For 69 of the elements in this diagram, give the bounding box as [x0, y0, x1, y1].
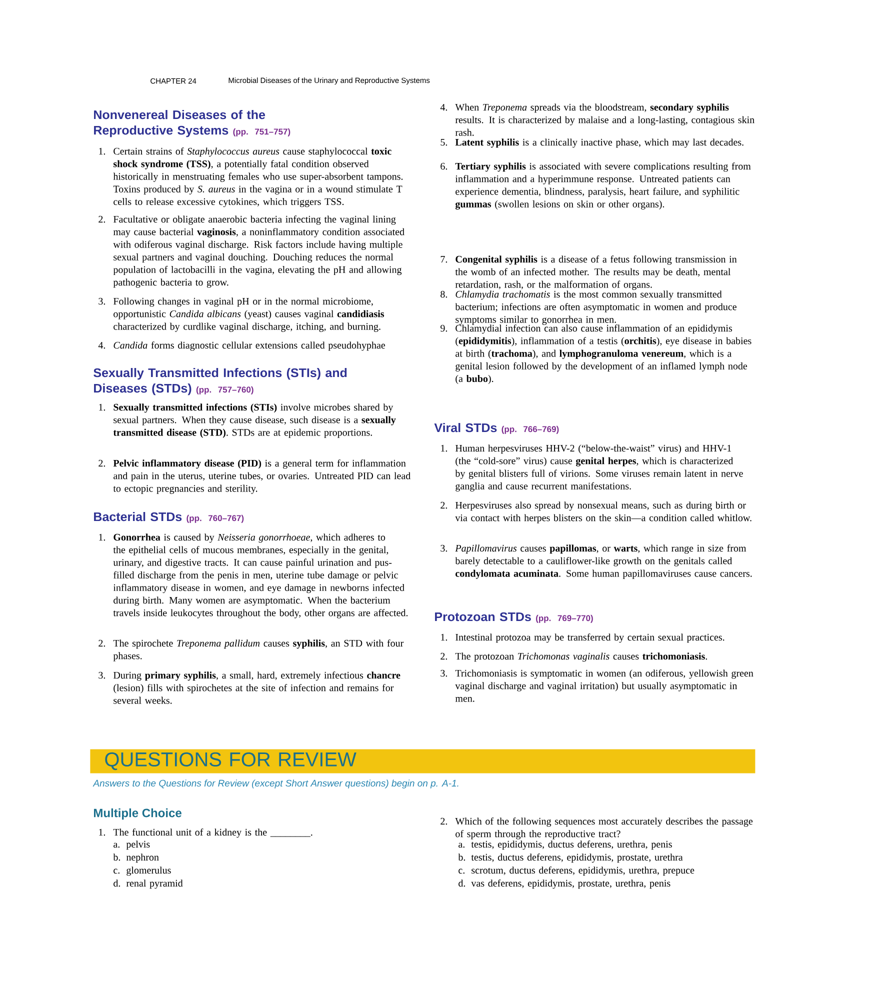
list-number: 1. [99, 534, 106, 541]
list-number: 3. [98, 672, 106, 679]
list-number: 3. [440, 544, 448, 552]
paragraph: renal pyramid [126, 880, 183, 889]
list-number: d. [458, 880, 466, 887]
paragraph: testis, ductus deferens, epididymis, prostate, urethra [471, 853, 683, 863]
list-number: 2. [440, 502, 448, 509]
section-heading: Protozoan STDs (pp. 769–770) [435, 612, 593, 623]
list-number: 6. [440, 162, 448, 170]
paragraph: Congenital syphilis is a disease of a fetus following transmission in the womb of an infected mother. The results may be death, mental retardation, rash, or the malformation of organs. [455, 255, 737, 290]
section-heading: Bacterial STDs (pp. 760–767) [94, 512, 244, 523]
paragraph: Intestinal protozoa may be transferred by certain sexual practices. [456, 633, 724, 643]
paragraph: Following changes in vaginal pH or in the normal microbiome, opportunistic Candida albicans (yeast) causes vaginal candidiasis characterized by curdlike vaginal discharge, itching, and burning. [113, 298, 384, 332]
list-number: 4. [440, 104, 448, 111]
list-number: 1. [441, 634, 448, 641]
section-heading: Multiple Choice [94, 808, 182, 820]
list-number: b. [458, 854, 466, 861]
list-number: 1. [99, 148, 106, 155]
list-number: 7. [440, 256, 448, 263]
paragraph: Latent syphilis is a clinically inactive phase, which may last decades. [455, 138, 744, 148]
paragraph: Candida forms diagnostic cellular extensions called pseudohyphae [114, 341, 386, 351]
paragraph: Papillomavirus causes papillomas, or warts, which range in size from barely detectable to a cauliflower-like growth on the genitals called condylomata acuminata. Some human papillomaviruses cause cancers. [455, 544, 752, 579]
paragraph: Trichomoniasis is symptomatic in women (an odiferous, yellowish green vaginal discharge and vaginal irritation) but usually asymptomatic in men. [455, 669, 754, 702]
paragraph: Chlamydia trachomatis is the most common sexually transmitted bacterium; infections are often asymptomatic in women and produce symptoms similar to gonorrhea in men. [455, 290, 736, 325]
list-number: 1. [99, 828, 106, 836]
paragraph: testis, epididymis, ductus deferens, urethra, penis [471, 840, 672, 850]
paragraph: Tertiary syphilis is associated with severe complications resulting from inflammation and a hyperimmune response. Untreated patients can experience dementia, blindness, paralysis, heart failure, and syphilitic gummas (swollen lesions on skin or other organs). [455, 162, 751, 210]
list-number: a. [114, 842, 120, 848]
paragraph: scrotum, ductus deferens, epididymis, urethra, prepuce [472, 866, 694, 876]
section-heading: Sexually Transmitted Infections (STIs) and Diseases (STDs) (pp. 757–760) [94, 368, 347, 396]
paragraph: Herpesviruses also spread by nonsexual means, such as during birth or via contact with herpes blisters on the skin—a condition called whitlow. [455, 502, 752, 524]
list-number: c. [458, 868, 464, 874]
list-number: a. [458, 842, 464, 848]
paragraph: nephron [126, 854, 159, 863]
paragraph: pelvis [126, 840, 150, 850]
list-number: 1. [441, 444, 448, 452]
list-number: c. [114, 868, 120, 874]
paragraph: Pelvic inflammatory disease (PID) is a general term for inflammation and pain in the uterus, uterine tubes, or ovaries. Untreated PID can lead to ectopic pregnancies and sterility. [113, 459, 410, 494]
paragraph: Human herpesviruses HHV-2 (“below-the-waist” virus) and HHV-1 (the “cold-sore” virus) cause genital herpes, which is characterized by genital blisters full of virions. Some viruses remain latent in nerve ganglia and cause recurrent manifestations. [455, 444, 743, 492]
paragraph: vas deferens, epididymis, prostate, urethra, penis [471, 879, 670, 889]
paragraph: The spirochete Treponema pallidum causes syphilis, an STD with four phases. [113, 639, 404, 662]
list-number: 3. [440, 670, 448, 677]
section-heading: Nonvenereal Diseases of the Reproductive Systems (pp. 751–757) [94, 110, 290, 138]
list-number: 4. [98, 342, 106, 349]
list-number: 2. [98, 216, 106, 223]
list-number: 2. [98, 640, 106, 647]
paragraph: The protozoan Trichomonas vaginalis causes trichomoniasis. [455, 652, 707, 662]
paragraph: Certain strains of Staphylococcus aureus cause staphylococcal toxic shock syndrome (TSS), a potentially fatal condition observed historically in menstruating females who use super-absorbent tampons. Toxins produced by S. aureus in the vagina or in a wound stimulate T cells to release excessive cytokines, which triggers TSS. [113, 147, 403, 208]
paragraph: During primary syphilis, a small, hard, extremely infectious chancre (lesion) fills with spirochetes at the site of infection and remains for several weeks. [113, 671, 400, 704]
paragraph: Sexually transmitted infections (STIs) involve microbes shared by sexual partners. When they cause disease, such disease is a sexually transmitted disease (STD). STDs are at epidemic proportions. [113, 403, 396, 438]
list-number: 9. [440, 324, 448, 332]
list-number: b. [113, 854, 120, 861]
list-number: 1. [99, 404, 106, 411]
paragraph: glomerulus [126, 866, 171, 876]
list-number: 2. [98, 460, 106, 467]
paragraph: Gonorrhea is caused by Neisseria gonorrhoeae, which adheres to the epithelial cells of mucous membranes, especially in the genital, urinary, and digestive tracts. It can cause painful urination and pus-filled discharge from the penis in men, uterine tube damage or pelvic inflammatory disease in women, and eye damage in newborns infected during birth. Many women are asymptomatic. When the bacterium travels inside leukocytes throughout the body, other organs are affected. [113, 534, 408, 618]
paragraph: Facultative or obligate anaerobic bacteria infecting the vaginal lining may cause bacterial vaginosis, a noninflammatory condition associated with odiferous vaginal discharge. Risk factors include having multiple sexual partners and vaginal douching. Douching reduces the normal population of lactobacilli in the vagina, elevating the pH and allowing pathogenic bacteria to grow. [113, 215, 404, 288]
section-heading: Viral STDs (pp. 766–769) [434, 423, 559, 434]
list-number: d. [114, 880, 120, 887]
paragraph: Which of the following sequences most accurately describes the passage of sperm through the reproductive tract? [455, 817, 753, 840]
paragraph: Chlamydial infection can also cause inflammation of an epididymis (epididymitis), inflammation of a testis (orchitis), eye disease in babies at birth (trachoma), and lymphogranuloma venereum, which is a genital lesion followed by the development of an inflamed lymph node (a bubo). [456, 324, 752, 384]
banner: QUESTIONS FOR REVIEW [90, 749, 756, 774]
paragraph: When Treponema spreads via the bloodstream, secondary syphilis results. It is characterized by malaise and a long-lasting, contagious skin rash. [455, 104, 754, 136]
list-number: 2. [440, 652, 448, 660]
list-number: 3. [98, 298, 106, 305]
paragraph: The functional unit of a kidney is the ________. [113, 828, 312, 838]
list-number: 2. [440, 818, 448, 825]
list-number: 5. [440, 138, 448, 146]
list-number: 8. [440, 290, 448, 298]
